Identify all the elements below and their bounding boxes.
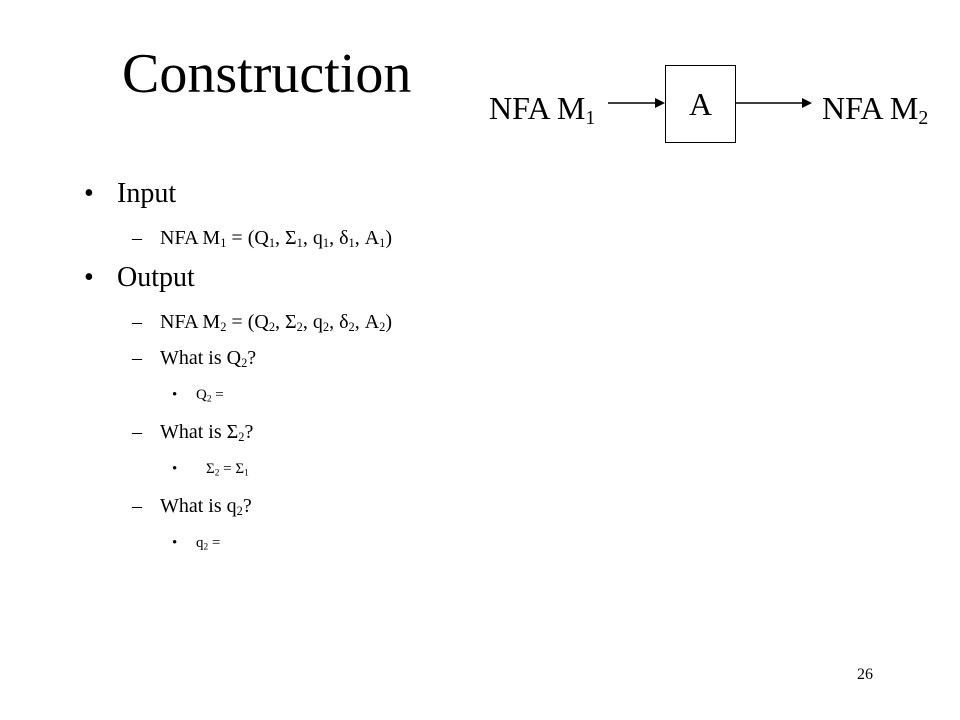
bullet-marker: • bbox=[84, 262, 94, 293]
bullet-marker: • bbox=[84, 178, 94, 209]
dash-marker: – bbox=[132, 421, 142, 443]
dash-marker: – bbox=[132, 311, 142, 333]
output-arrowhead bbox=[802, 98, 812, 108]
diagram-output-label: NFA M2 bbox=[822, 90, 929, 129]
diagram-input-label: NFA M1 bbox=[489, 90, 596, 129]
input-arrowhead bbox=[655, 98, 665, 108]
slide-title: Construction bbox=[122, 43, 412, 105]
dash-marker: – bbox=[132, 227, 142, 249]
dash-marker: – bbox=[132, 495, 142, 517]
dash-marker: – bbox=[132, 347, 142, 369]
bullet-marker: • bbox=[172, 535, 178, 551]
diagram-box-label: A bbox=[688, 85, 713, 122]
bullet-marker: • bbox=[172, 387, 178, 403]
page-number: 26 bbox=[857, 666, 873, 683]
diagram-transform-box: A bbox=[665, 65, 736, 143]
bullet-marker: • bbox=[172, 461, 178, 477]
